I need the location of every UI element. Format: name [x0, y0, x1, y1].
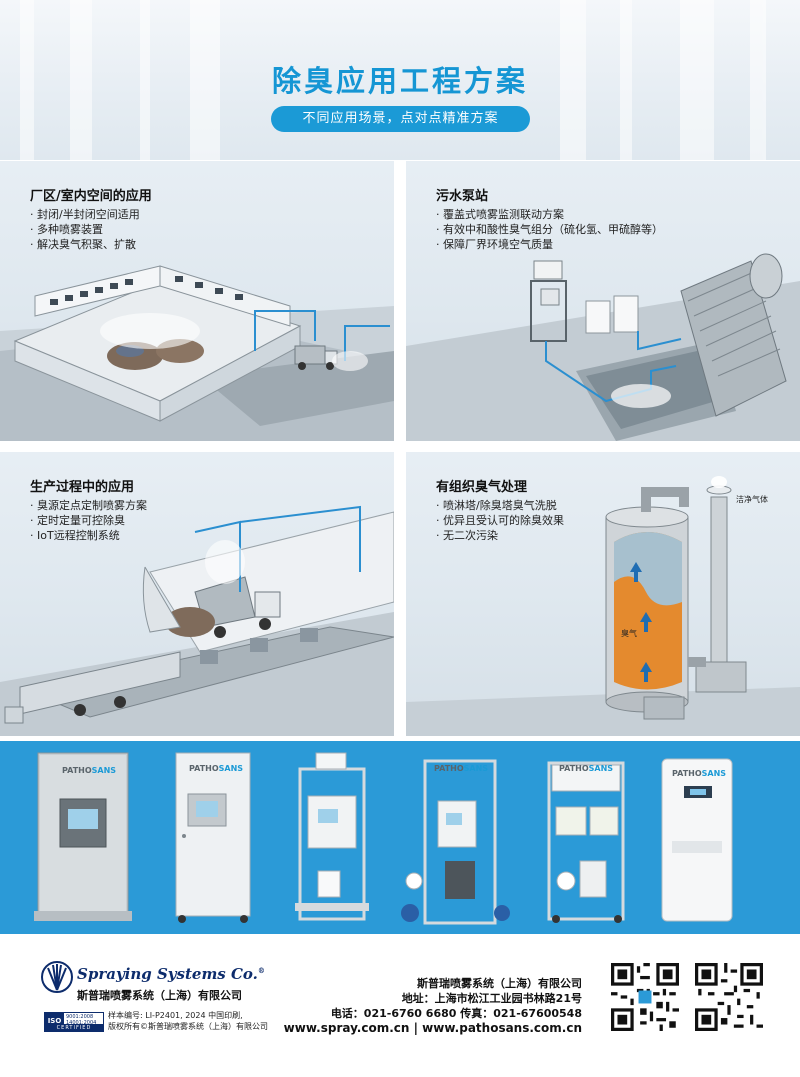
- bullet-list: 喷淋塔/除臭塔臭气洗脱 优异且受认可的除臭效果 无二次污染: [436, 498, 564, 543]
- panel-organized-odor: 有组织臭气处理 喷淋塔/除臭塔臭气洗脱 优异且受认可的除臭效果 无二次污染 洁净…: [406, 452, 800, 736]
- panel-title: 生产过程中的应用: [30, 480, 135, 495]
- bullet-item: 封闭/半封闭空间适用: [30, 207, 140, 222]
- brand-label: PATHOSANS: [189, 764, 243, 773]
- production-line-illustration: [0, 505, 394, 736]
- brand-label: PATHOSANS: [559, 764, 613, 773]
- contact-company: 斯普瑞喷雾系统（上海）有限公司: [417, 977, 582, 990]
- brand-label: PATHOSANS: [672, 769, 726, 778]
- bullet-item: 无二次污染: [436, 528, 564, 543]
- bullet-item: 喷淋塔/除臭塔臭气洗脱: [436, 498, 564, 513]
- bullet-list: 覆盖式喷雾监测联动方案 有效中和酸性臭气组分（硫化氢、甲硫醇等） 保障厂界环境空…: [436, 207, 663, 252]
- qr-code-icon: [695, 963, 763, 1031]
- product-white-tall-unit: [661, 758, 733, 922]
- iso-codes: 9001:2008 14001:2004: [66, 1014, 97, 1026]
- panel-production-process: 生产过程中的应用 臭源定点定制喷雾方案 定时定量可控除臭 IoT远程控制系统: [0, 452, 394, 736]
- bullet-item: 有效中和酸性臭气组分（硫化氢、甲硫醇等）: [436, 222, 663, 237]
- panel-title: 污水泵站: [436, 189, 489, 204]
- qr-code-icon: [611, 963, 679, 1031]
- spraying-systems-logo-icon: [41, 961, 73, 993]
- contact-block: 斯普瑞喷雾系统（上海）有限公司 地址：上海市松江工业园书林路21号 电话：021…: [284, 976, 582, 1036]
- bullet-list: 臭源定点定制喷雾方案 定时定量可控除臭 IoT远程控制系统: [30, 498, 147, 543]
- product-frame-unit-a: [295, 752, 369, 921]
- bullet-item: 优异且受认可的除臭效果: [436, 513, 564, 528]
- product-white-cabinet: [175, 752, 251, 923]
- brand-label: PATHOSANS: [62, 766, 116, 775]
- contact-website[interactable]: www.spray.com.cn | www.pathosans.com.cn: [283, 1021, 582, 1035]
- bullet-item: 解决臭气积聚、扩散: [30, 237, 140, 252]
- contact-phone: 电话：021-6760 6680 传真：021-67600548: [330, 1007, 582, 1020]
- panel-factory-indoor: 厂区/室内空间的应用 封闭/半封闭空间适用 多种喷雾装置 解决臭气积聚、扩散: [0, 161, 394, 441]
- pump-station-illustration: [406, 253, 800, 441]
- bullet-list: 封闭/半封闭空间适用 多种喷雾装置 解决臭气积聚、扩散: [30, 207, 140, 252]
- bullet-item: 保障厂界环境空气质量: [436, 237, 663, 252]
- scrubber-tower-illustration: [406, 476, 800, 736]
- sample-info: 样本编号: LI-P2401, 2024 中国印刷, 版权所有©斯普瑞喷雾系统（…: [108, 1011, 268, 1031]
- company-name-en: Spraying Systems Co.®: [77, 965, 265, 983]
- panel-sewage-pump: 污水泵站 覆盖式喷雾监测联动方案 有效中和酸性臭气组分（硫化氢、甲硫醇等） 保障…: [406, 161, 800, 441]
- bullet-item: 定时定量可控除臭: [30, 513, 147, 528]
- bullet-item: 多种喷雾装置: [30, 222, 140, 237]
- odor-label: 臭气: [621, 629, 637, 638]
- iso-certified: CERTIFIED: [44, 1024, 104, 1032]
- bullet-item: IoT远程控制系统: [30, 528, 147, 543]
- product-frame-unit-c: [547, 761, 625, 923]
- contact-address: 地址：上海市松江工业园书林路21号: [401, 992, 582, 1005]
- brand-label: PATHOSANS: [434, 764, 488, 773]
- product-stainless-cabinet: [34, 752, 132, 921]
- header-background: [20, 0, 766, 160]
- header-banner: 除臭应用工程方案 不同应用场景，点对点精准方案: [0, 0, 800, 160]
- clean-gas-label: 洁净气体: [736, 495, 768, 504]
- subtitle-pill: 不同应用场景，点对点精准方案: [271, 106, 530, 132]
- factory-scene-illustration: [0, 265, 394, 441]
- product-frame-unit-b: [401, 759, 510, 925]
- panel-title: 厂区/室内空间的应用: [30, 189, 152, 204]
- bullet-item: 臭源定点定制喷雾方案: [30, 498, 147, 513]
- page-title: 除臭应用工程方案: [271, 64, 528, 98]
- company-name-cn: 斯普瑞喷雾系统（上海）有限公司: [77, 989, 242, 1002]
- product-illustrations: PATHOSANS PATHOSANS PATHOSANS PATHOSANS …: [34, 752, 733, 925]
- panel-title: 有组织臭气处理: [436, 480, 528, 495]
- bullet-item: 覆盖式喷雾监测联动方案: [436, 207, 663, 222]
- product-lineup: PATHOSANS PATHOSANS PATHOSANS PATHOSANS …: [0, 741, 800, 934]
